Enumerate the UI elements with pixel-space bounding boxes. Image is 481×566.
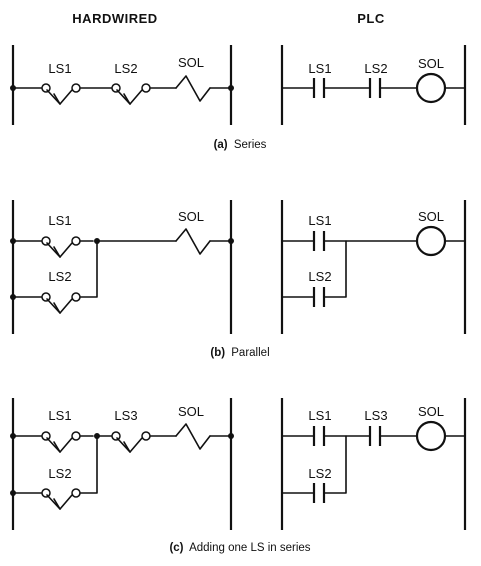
- switch-actuator: [53, 441, 61, 453]
- label-ls2: LS2: [308, 269, 331, 284]
- output-coil-sol: [415, 225, 447, 257]
- switch-actuator: [123, 93, 131, 105]
- solenoid-coil-symbol: [175, 75, 211, 102]
- contact-ls1: [312, 426, 326, 446]
- label-sol: SOL: [418, 404, 444, 419]
- limit-switch-ls1: [41, 431, 81, 453]
- switch-terminal: [71, 431, 81, 441]
- series-hardwired-circuit: LS1 LS2 SOL: [10, 45, 234, 125]
- limit-switch-ls3: [111, 431, 151, 453]
- switch-terminal: [141, 83, 151, 93]
- header-hardwired: HARDWIRED: [72, 11, 157, 26]
- label-ls1: LS1: [48, 213, 71, 228]
- caption-text: Adding one LS in series: [189, 542, 311, 554]
- branch-wire: [323, 240, 347, 298]
- output-coil-sol: [415, 420, 447, 452]
- label-ls3: LS3: [114, 408, 137, 423]
- added-ls-hardwired-circuit: LS1 LS3 SOL LS2: [10, 398, 234, 530]
- caption-prefix: (c): [169, 542, 183, 554]
- label-ls1: LS1: [48, 408, 71, 423]
- switch-actuator: [53, 498, 61, 510]
- label-ls1: LS1: [308, 61, 331, 76]
- branch-wire: [79, 435, 98, 494]
- label-ls1: LS1: [308, 213, 331, 228]
- contact-ls2: [312, 287, 326, 307]
- label-ls2: LS2: [308, 466, 331, 481]
- label-ls2: LS2: [364, 61, 387, 76]
- parallel-plc-ladder: LS1 SOL LS2: [280, 200, 467, 334]
- caption-prefix: (b): [210, 347, 225, 359]
- series-plc-ladder: LS1 LS2 SOL: [280, 45, 467, 125]
- caption-text: Series: [234, 139, 267, 151]
- switch-terminal: [71, 83, 81, 93]
- limit-switch-ls1: [41, 83, 81, 105]
- caption-adding-ls: (c) Adding one LS in series: [169, 542, 310, 554]
- label-sol: SOL: [418, 209, 444, 224]
- contact-ls1: [312, 231, 326, 251]
- contact-ls3: [368, 426, 382, 446]
- contact-ls2: [312, 483, 326, 503]
- limit-switch-ls1: [41, 236, 81, 258]
- contact-ls2: [368, 78, 382, 98]
- solenoid-coil-symbol: [175, 228, 211, 255]
- switch-terminal: [71, 236, 81, 246]
- label-sol: SOL: [178, 404, 204, 419]
- caption-prefix: (a): [214, 139, 228, 151]
- limit-switch-ls2: [111, 83, 151, 105]
- label-ls2: LS2: [48, 466, 71, 481]
- solenoid-coil-symbol: [175, 423, 211, 450]
- switch-terminal: [71, 292, 81, 302]
- switch-terminal: [141, 431, 151, 441]
- parallel-hardwired-circuit: LS1 SOL LS2: [10, 200, 234, 334]
- label-sol: SOL: [178, 55, 204, 70]
- label-sol: SOL: [178, 209, 204, 224]
- switch-actuator: [53, 246, 61, 258]
- branch-wire: [79, 240, 98, 298]
- header-plc: PLC: [357, 11, 385, 26]
- caption-series: (a) Series: [214, 139, 267, 151]
- label-ls2: LS2: [48, 269, 71, 284]
- label-ls1: LS1: [48, 61, 71, 76]
- label-ls2: LS2: [114, 61, 137, 76]
- label-ls3: LS3: [364, 408, 387, 423]
- label-sol: SOL: [418, 56, 444, 71]
- switch-actuator: [53, 93, 61, 105]
- label-ls1: LS1: [308, 408, 331, 423]
- caption-parallel: (b) Parallel: [210, 347, 269, 359]
- added-ls-plc-ladder: LS1 LS3 SOL LS2: [280, 398, 467, 530]
- switch-terminal: [71, 488, 81, 498]
- branch-wire: [323, 435, 347, 494]
- caption-text: Parallel: [231, 347, 269, 359]
- contact-ls1: [312, 78, 326, 98]
- limit-switch-ls2: [41, 292, 81, 314]
- limit-switch-ls2: [41, 488, 81, 510]
- output-coil-sol: [415, 72, 447, 104]
- switch-actuator: [53, 302, 61, 314]
- switch-actuator: [123, 441, 131, 453]
